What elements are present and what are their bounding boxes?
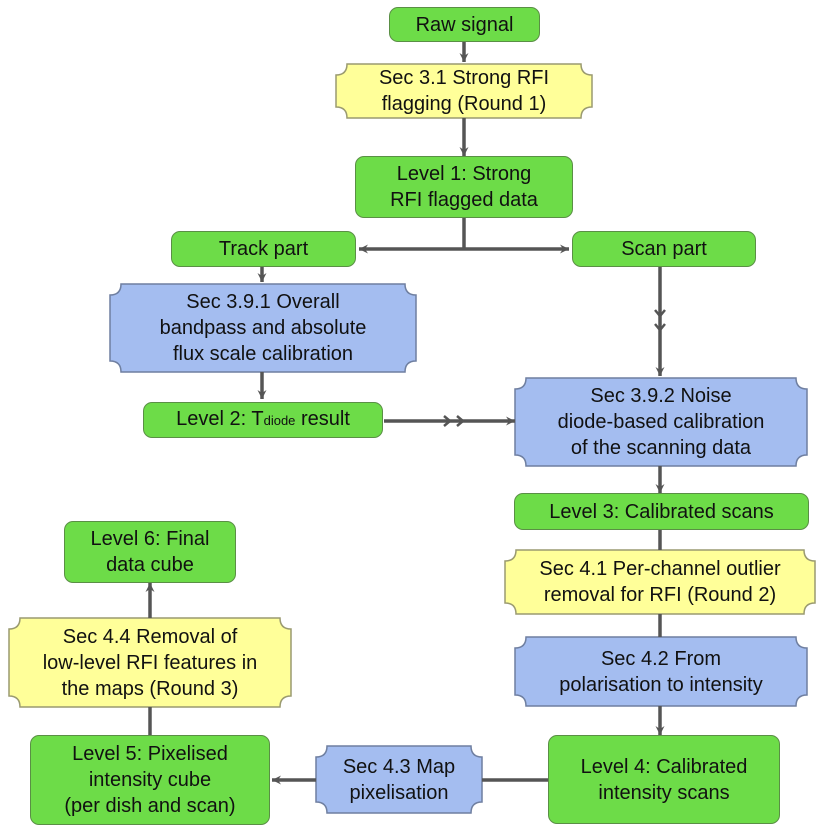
strong-rfi-flagging-line-1: Sec 3.1 Strong RFI bbox=[378, 67, 550, 89]
low-level-rfi-removal-shape bbox=[8, 617, 292, 708]
map-pixelisation-shape bbox=[315, 745, 483, 814]
mid-arrow-chevron-4 bbox=[456, 415, 465, 427]
map-pixelisation-line-1: Sec 4.3 Map bbox=[342, 755, 456, 778]
noise-diode-calibration-line-2: diode-based calibration bbox=[557, 411, 765, 433]
level6-node: Level 6: Final data cube bbox=[64, 521, 236, 583]
level5-line-1: Level 5: Pixelised bbox=[72, 743, 228, 765]
bandpass-calibration-node: Sec 3.9.1 Overall bandpass and absolute fl… bbox=[110, 284, 416, 372]
low-level-rfi-removal-line-1: Sec 4.4 Removal of bbox=[62, 625, 238, 648]
level3-line-1: Level 3: Calibrated scans bbox=[549, 500, 774, 523]
low-level-rfi-removal-line-3: the maps (Round 3) bbox=[61, 677, 239, 700]
level6-line-1: Level 6: Final bbox=[90, 528, 210, 550]
bandpass-calibration-shape bbox=[109, 283, 417, 373]
mid-arrow-chevron-3 bbox=[443, 415, 452, 427]
low-level-rfi-removal-node: Sec 4.4 Removal of low-level RFI features… bbox=[9, 618, 291, 707]
low-level-rfi-removal-line-2: low-level RFI features in bbox=[42, 651, 258, 674]
strong-rfi-flagging-shape bbox=[335, 63, 593, 119]
level1-line-2: RFI flagged data bbox=[390, 189, 538, 211]
scan-part-node: Scan part bbox=[572, 231, 756, 267]
level4-node: Level 4: Calibrated intensity scans bbox=[548, 735, 780, 824]
level3-node: Level 3: Calibrated scans bbox=[514, 493, 809, 530]
polarisation-to-intensity-line-1: Sec 4.2 From bbox=[600, 647, 722, 670]
track-part-line-1: Track part bbox=[218, 238, 309, 260]
level4-line-1: Level 4: Calibrated bbox=[580, 755, 748, 778]
level1-line-1: Level 1: Strong bbox=[396, 163, 532, 185]
per-channel-outlier-line-1: Sec 4.1 Per-channel outlier bbox=[539, 558, 781, 580]
polarisation-to-intensity-line-2: polarisation to intensity bbox=[559, 673, 763, 696]
noise-diode-calibration-line-3: of the scanning data bbox=[570, 437, 752, 459]
level2-node: Level 2: Tdiode result bbox=[143, 402, 383, 438]
level5-node: Level 5: Pixelised intensity cube (per dis… bbox=[30, 735, 270, 825]
polarisation-to-intensity-node: Sec 4.2 From polarisation to intensity bbox=[515, 637, 807, 706]
noise-diode-calibration-node: Sec 3.9.2 Noise diode-based calibration of… bbox=[515, 378, 807, 466]
level2-subscript: diode bbox=[263, 413, 296, 428]
bandpass-calibration-line-2: bandpass and absolute bbox=[159, 317, 367, 339]
level2-suffix: result bbox=[295, 408, 350, 430]
level2-prefix: Level 2: T bbox=[176, 408, 264, 430]
bandpass-calibration-line-1: Sec 3.9.1 Overall bbox=[186, 291, 340, 313]
bandpass-calibration-line-3: flux scale calibration bbox=[172, 343, 354, 365]
per-channel-outlier-shape bbox=[504, 549, 816, 615]
raw-signal-node: Raw signal bbox=[389, 7, 540, 42]
level5-line-3: (per dish and scan) bbox=[64, 795, 236, 817]
track-part-node: Track part bbox=[171, 231, 356, 267]
level4-line-2: intensity scans bbox=[598, 781, 730, 804]
noise-diode-calibration-line-1: Sec 3.9.2 Noise bbox=[590, 385, 732, 407]
scan-part-line-1: Scan part bbox=[621, 238, 707, 260]
map-pixelisation-line-2: pixelisation bbox=[349, 781, 449, 804]
map-pixelisation-node: Sec 4.3 Map pixelisation bbox=[316, 746, 482, 813]
mid-arrow-chevron-2 bbox=[654, 323, 666, 332]
per-channel-outlier-node: Sec 4.1 Per-channel outlier removal for R… bbox=[505, 550, 815, 614]
polarisation-to-intensity-shape bbox=[514, 636, 808, 707]
mid-arrow-chevron-1 bbox=[654, 309, 666, 318]
level6-line-2: data cube bbox=[106, 554, 194, 576]
level5-line-2: intensity cube bbox=[88, 769, 212, 791]
per-channel-outlier-line-2: removal for RFI (Round 2) bbox=[543, 584, 777, 606]
strong-rfi-flagging-line-2: flagging (Round 1) bbox=[381, 93, 547, 115]
noise-diode-calibration-shape bbox=[514, 377, 808, 467]
strong-rfi-flagging-node: Sec 3.1 Strong RFI flagging (Round 1) bbox=[336, 64, 592, 118]
raw-signal-line-1: Raw signal bbox=[415, 13, 514, 36]
